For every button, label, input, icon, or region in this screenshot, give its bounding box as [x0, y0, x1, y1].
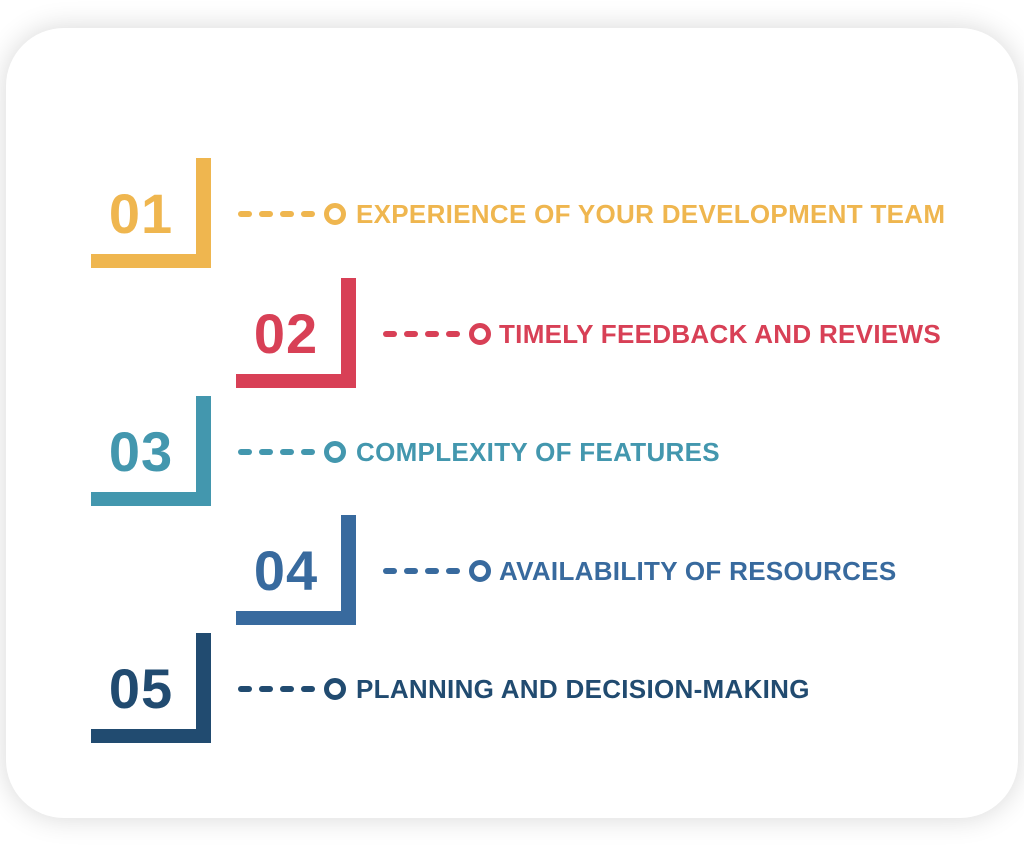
list-item-3: 03 COMPLEXITY OF FEATURES [6, 396, 1024, 510]
step-number: 02 [253, 301, 319, 365]
dash [280, 449, 294, 455]
bracket-horizontal-bar [236, 611, 356, 625]
dash [446, 331, 460, 337]
dashed-connector-icon [383, 322, 491, 346]
dash [301, 686, 315, 692]
dash [238, 449, 252, 455]
dash [280, 211, 294, 217]
dash [280, 686, 294, 692]
list-item-2: 02 TIMELY FEEDBACK AND REVIEWS [6, 278, 1024, 392]
dash [301, 449, 315, 455]
step-label: TIMELY FEEDBACK AND REVIEWS [499, 318, 941, 349]
list-item-5: 05 PLANNING AND DECISION-MAKING [6, 633, 1024, 747]
dash [259, 686, 273, 692]
step-number: 05 [108, 656, 174, 720]
list-item-4: 04 AVAILABILITY OF RESOURCES [6, 515, 1024, 629]
dash [404, 568, 418, 574]
dash [238, 211, 252, 217]
dash [238, 686, 252, 692]
bracket-vertical-bar [341, 515, 356, 625]
dash [404, 331, 418, 337]
dashed-connector-icon [238, 202, 346, 226]
dashed-connector-icon [238, 440, 346, 464]
step-label: AVAILABILITY OF RESOURCES [499, 555, 897, 586]
dash [259, 449, 273, 455]
step-number: 04 [253, 538, 319, 602]
dash [425, 331, 439, 337]
dashed-connector-icon [383, 559, 491, 583]
step-number: 03 [108, 419, 174, 483]
dash [301, 211, 315, 217]
dash [425, 568, 439, 574]
step-label: COMPLEXITY OF FEATURES [356, 436, 720, 467]
bracket-vertical-bar [341, 278, 356, 388]
dash [383, 331, 397, 337]
bracket-horizontal-bar [236, 374, 356, 388]
dash [383, 568, 397, 574]
bracket-horizontal-bar [91, 254, 211, 268]
step-label: EXPERIENCE OF YOUR DEVELOPMENT TEAM [356, 198, 946, 229]
circle-bullet-icon [469, 560, 491, 582]
bracket-horizontal-bar [91, 729, 211, 743]
list-item-1: 01 EXPERIENCE OF YOUR DEVELOPMENT TEAM [6, 158, 1024, 272]
circle-bullet-icon [469, 323, 491, 345]
circle-bullet-icon [324, 441, 346, 463]
step-number: 01 [108, 181, 174, 245]
infographic-card: 01 EXPERIENCE OF YOUR DEVELOPMENT TEAM 0… [6, 28, 1018, 818]
step-label: PLANNING AND DECISION-MAKING [356, 673, 810, 704]
dashed-connector-icon [238, 677, 346, 701]
bracket-vertical-bar [196, 158, 211, 268]
circle-bullet-icon [324, 203, 346, 225]
dash [446, 568, 460, 574]
bracket-vertical-bar [196, 633, 211, 743]
circle-bullet-icon [324, 678, 346, 700]
bracket-vertical-bar [196, 396, 211, 506]
bracket-horizontal-bar [91, 492, 211, 506]
dash [259, 211, 273, 217]
